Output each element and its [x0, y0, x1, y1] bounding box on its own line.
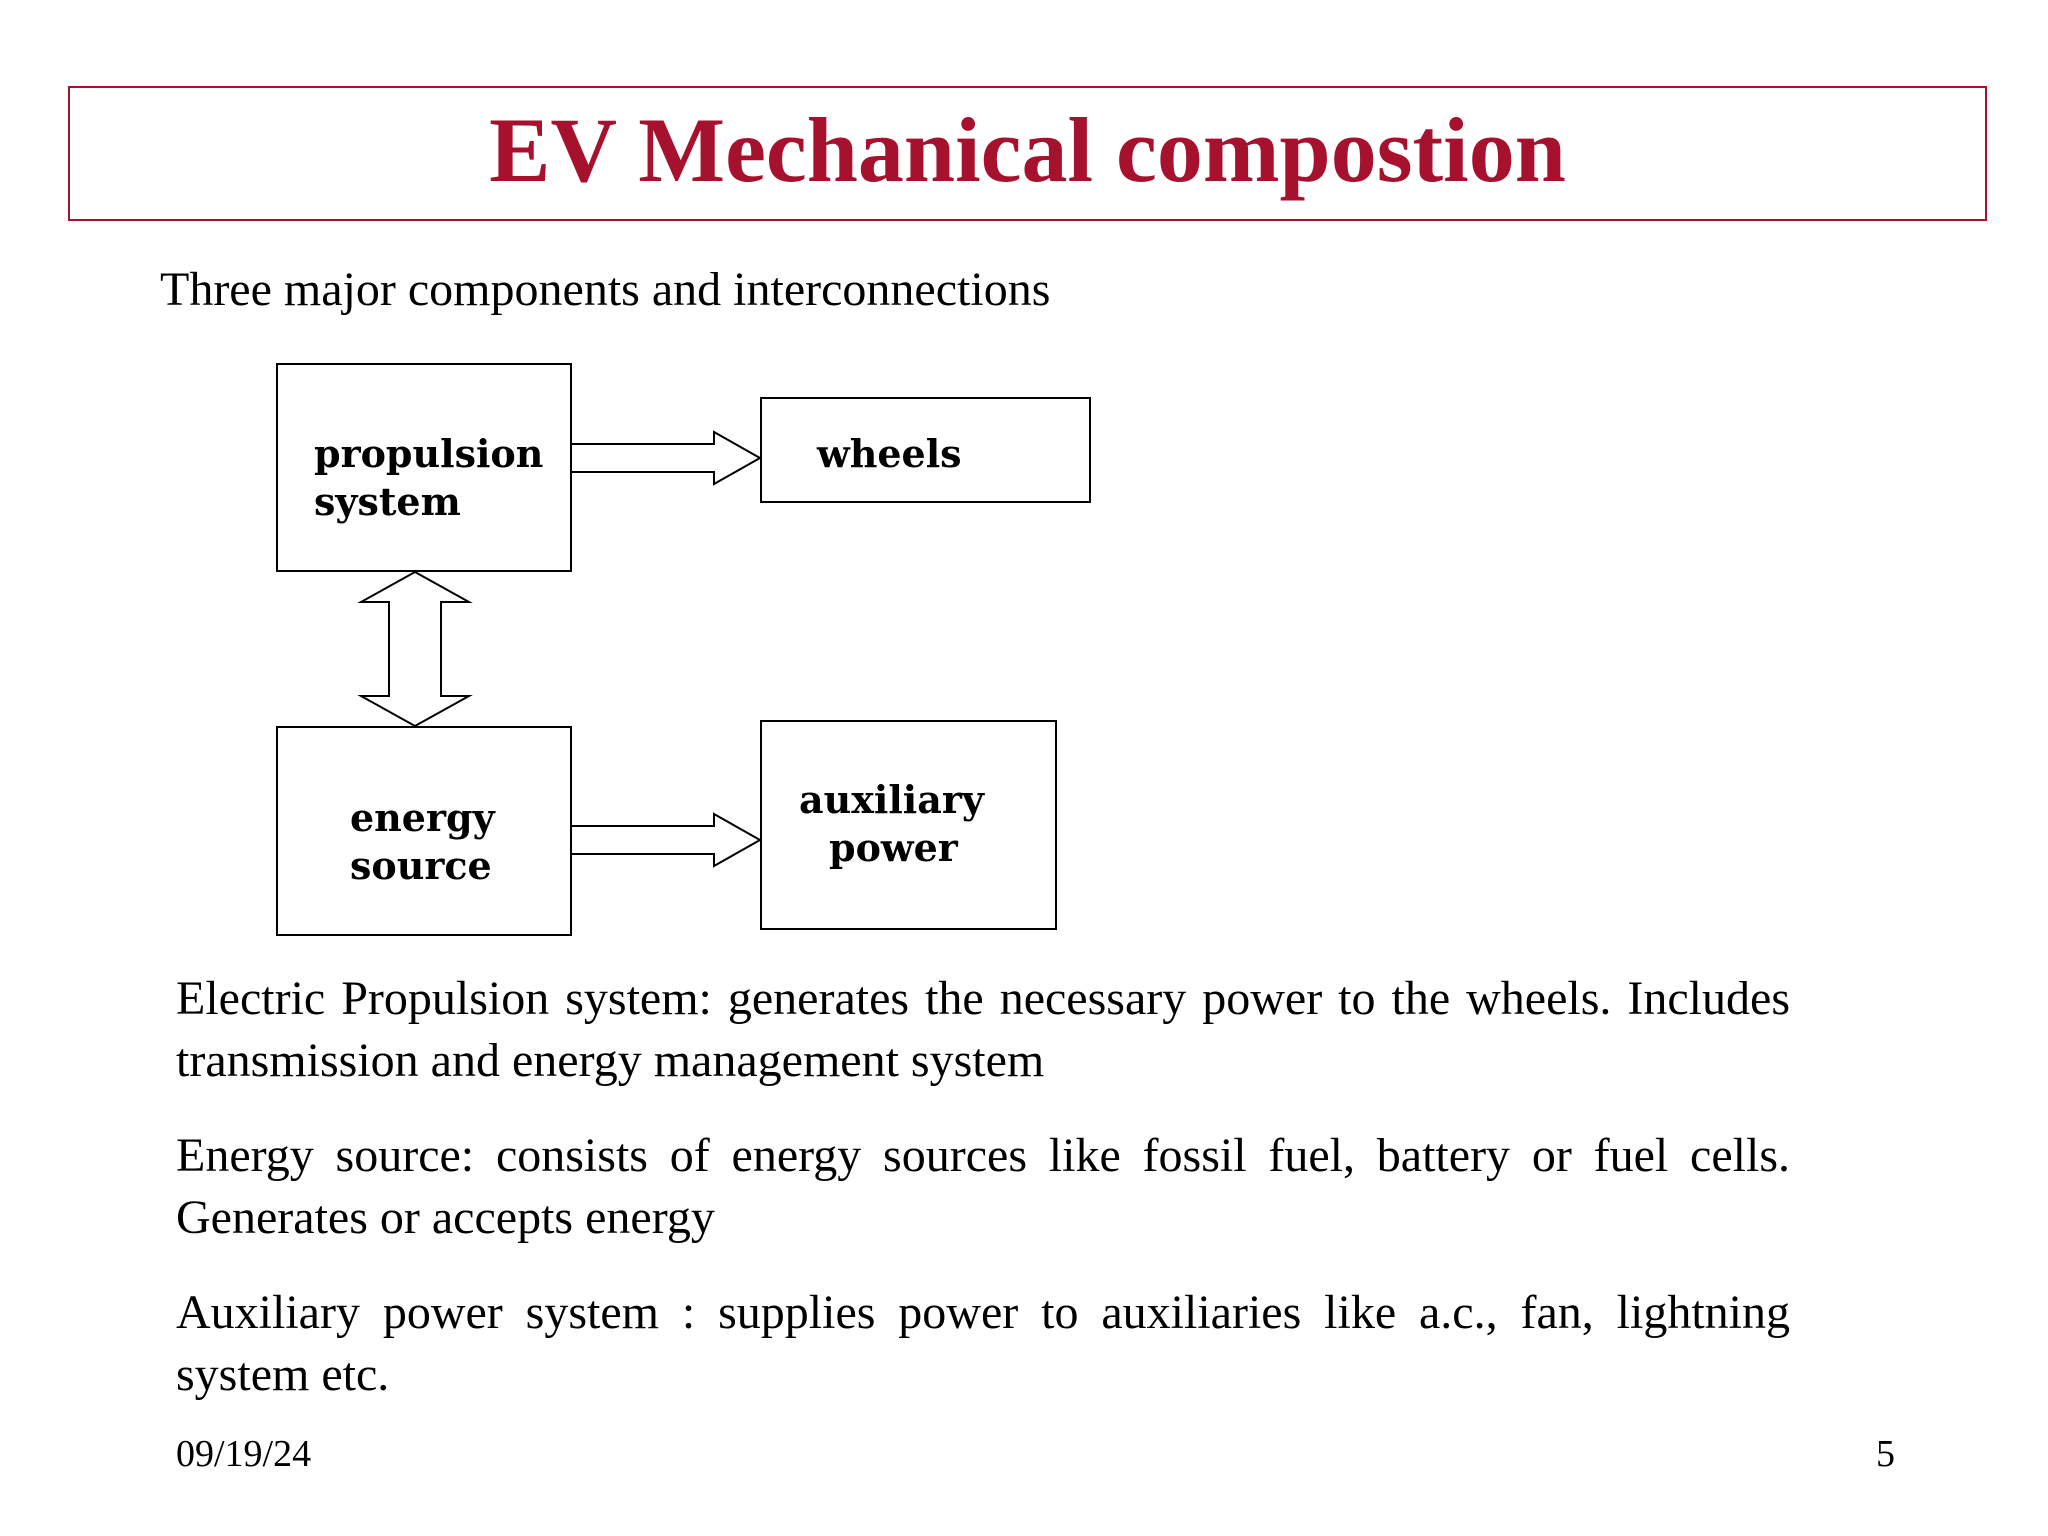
- node-propulsion-label-2: system: [314, 479, 461, 524]
- arrow-propulsion-energy-bidirectional: [357, 570, 473, 728]
- node-wheels-label: wheels: [817, 431, 962, 476]
- paragraph-auxiliary: Auxiliary power system : supplies power …: [176, 1286, 1790, 1401]
- node-energy-label-1: energy: [350, 795, 495, 840]
- node-auxiliary-label-2: power: [829, 825, 958, 870]
- slide-title: EV Mechanical compostion: [489, 98, 1566, 201]
- node-propulsion-label-1: propulsion: [314, 431, 544, 476]
- node-energy-source: [276, 726, 572, 936]
- node-wheels: [760, 397, 1091, 503]
- node-energy-label-2: source: [350, 843, 492, 888]
- paragraph-energy-source: Energy source: consists of energy source…: [176, 1129, 1790, 1244]
- node-auxiliary-power: [760, 720, 1057, 930]
- arrow-energy-to-auxiliary: [570, 812, 763, 868]
- slide-subtitle: Three major components and interconnecti…: [160, 263, 1051, 316]
- node-propulsion-system: [276, 363, 572, 572]
- arrow-propulsion-to-wheels: [570, 430, 763, 486]
- page-number: 5: [1876, 1433, 1895, 1475]
- title-box: EV Mechanical compostion: [68, 86, 1987, 221]
- footer-date: 09/19/24: [176, 1433, 312, 1475]
- node-auxiliary-label-1: auxiliary: [799, 777, 984, 822]
- paragraph-propulsion: Electric Propulsion system: generates th…: [176, 972, 1790, 1087]
